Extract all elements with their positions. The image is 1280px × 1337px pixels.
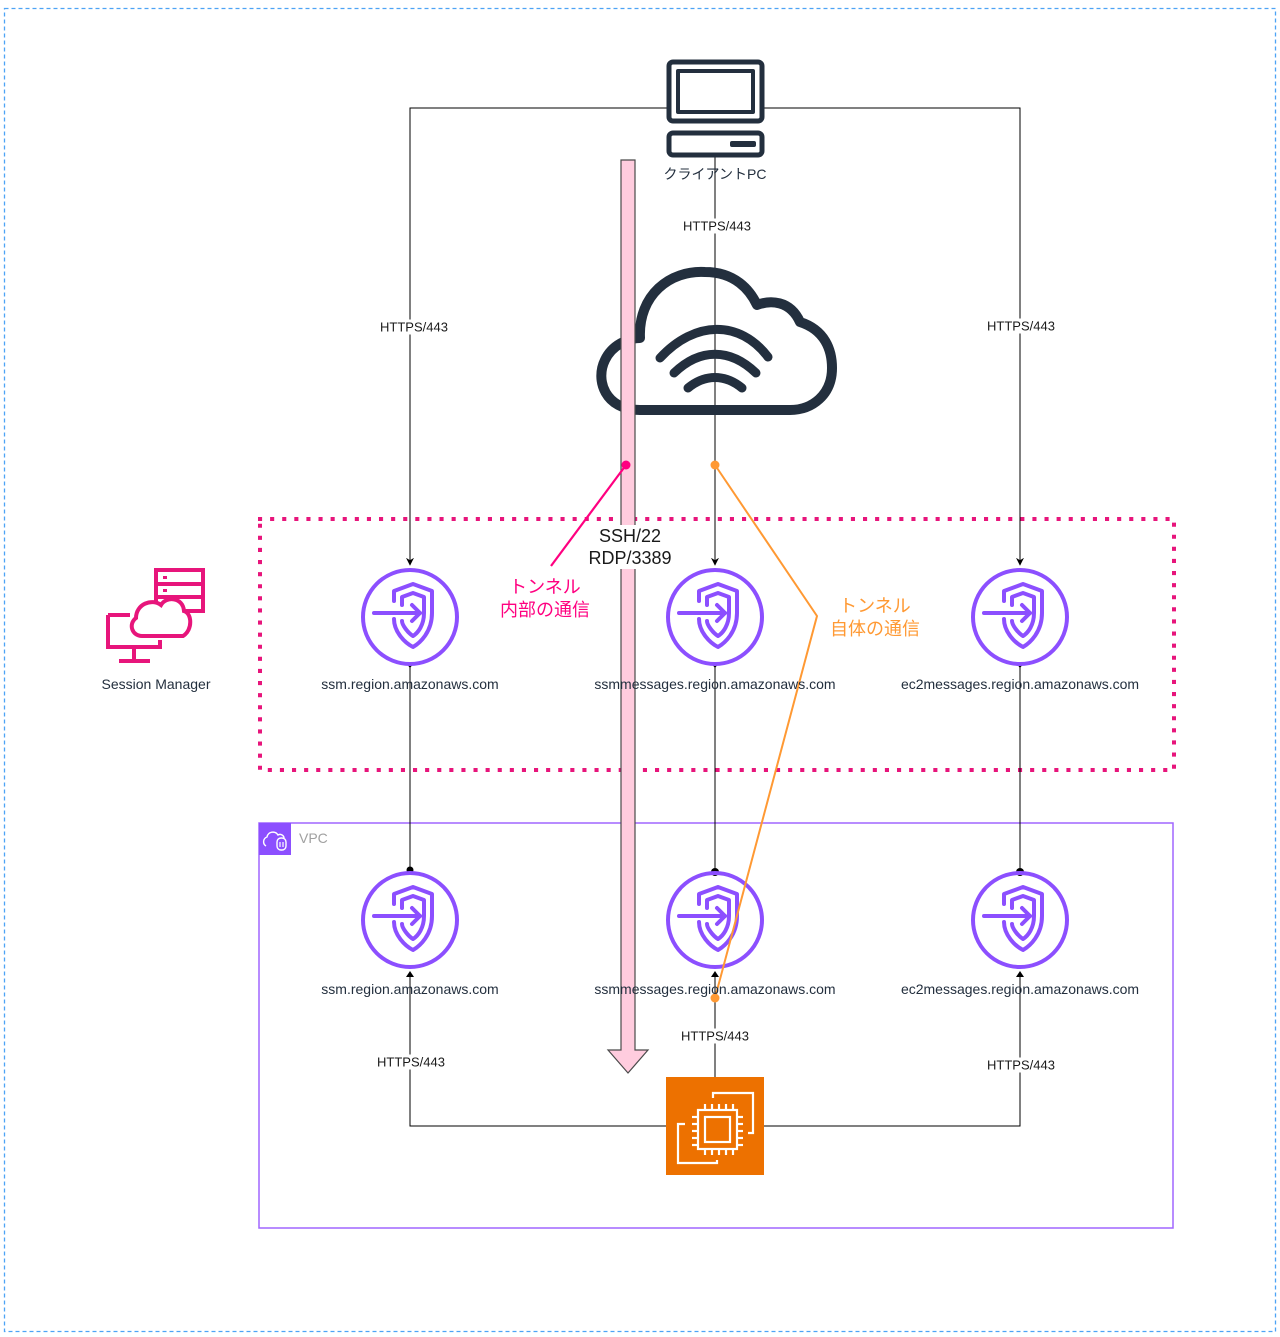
tunnel-protocol-rdp: RDP/3389 <box>588 548 672 568</box>
edge-ec2messages-public-to-vpc <box>1016 663 1024 876</box>
tunnel-arrow <box>606 159 650 1074</box>
ec2-instance-icon <box>666 1077 764 1175</box>
public-endpoint-icon-ssm <box>361 568 459 666</box>
edge-label-ec2-ec2messages: HTTPS/443 <box>986 1057 1056 1073</box>
vpc-label: VPC <box>299 830 328 846</box>
tunnel-inner-note-line2: 内部の通信 <box>500 600 590 620</box>
edge-ec2-to-ssm <box>406 971 666 1127</box>
edge-label-ec2-ssm: HTTPS/443 <box>376 1054 446 1070</box>
edge-client-to-ec2messages <box>763 107 1024 566</box>
public-endpoint-label-ssmmessages: ssmmessages.region.amazonaws.com <box>594 676 836 692</box>
edge-client-to-ssm <box>406 107 668 566</box>
public-endpoint-label-ssm: ssm.region.amazonaws.com <box>321 676 499 692</box>
edge-label-ec2-ssmmessages: HTTPS/443 <box>680 1028 750 1044</box>
edge-label-client-ssm: HTTPS/443 <box>379 319 449 335</box>
public-endpoint-label-ec2messages: ec2messages.region.amazonaws.com <box>900 676 1140 692</box>
vpc-endpoint-label-ec2messages: ec2messages.region.amazonaws.com <box>900 981 1140 997</box>
session-manager-label: Session Manager <box>101 676 211 692</box>
edge-ec2-to-ec2messages <box>764 971 1024 1127</box>
tunnel-outer-note: トンネル 自体の通信 <box>830 595 920 641</box>
tunnel-outer-note-line2: 自体の通信 <box>830 619 920 639</box>
vpc-endpoint-icon-ssmmessages <box>666 871 764 969</box>
vpc-group <box>258 822 1174 1229</box>
page-border <box>3 7 1277 1333</box>
tunnel-inner-note-line1: トンネル <box>509 577 581 597</box>
vpc-endpoint-icon-ec2messages <box>971 871 1069 969</box>
edge-label-client-ec2messages: HTTPS/443 <box>986 318 1056 334</box>
tunnel-protocols-label: SSH/22 RDP/3389 <box>588 525 672 569</box>
public-endpoint-icon-ssmmessages <box>666 568 764 666</box>
edge-ssm-public-to-vpc <box>406 663 414 874</box>
vpc-cloud-icon <box>259 823 291 855</box>
tunnel-protocol-ssh: SSH/22 <box>598 526 662 546</box>
vpc-endpoint-icon-ssm <box>361 871 459 969</box>
vpc-endpoint-label-ssmmessages: ssmmessages.region.amazonaws.com <box>594 981 836 997</box>
tunnel-outer-note-line1: トンネル <box>839 596 911 616</box>
desktop-computer-icon <box>666 59 765 158</box>
public-endpoint-icon-ec2messages <box>971 568 1069 666</box>
tunnel-inner-pointer <box>550 460 631 567</box>
edge-label-client-ssmmessages: HTTPS/443 <box>682 218 752 234</box>
session-manager-icon <box>106 568 205 663</box>
session-manager-boundary <box>258 517 1176 772</box>
vpc-endpoint-label-ssm: ssm.region.amazonaws.com <box>321 981 499 997</box>
tunnel-outer-pointer <box>710 460 819 1003</box>
client-pc-label: クライアントPC <box>663 166 767 182</box>
edge-ec2-to-ssmmessages <box>711 971 719 1077</box>
tunnel-inner-note: トンネル 内部の通信 <box>500 576 590 622</box>
internet-cloud-icon <box>596 266 837 415</box>
